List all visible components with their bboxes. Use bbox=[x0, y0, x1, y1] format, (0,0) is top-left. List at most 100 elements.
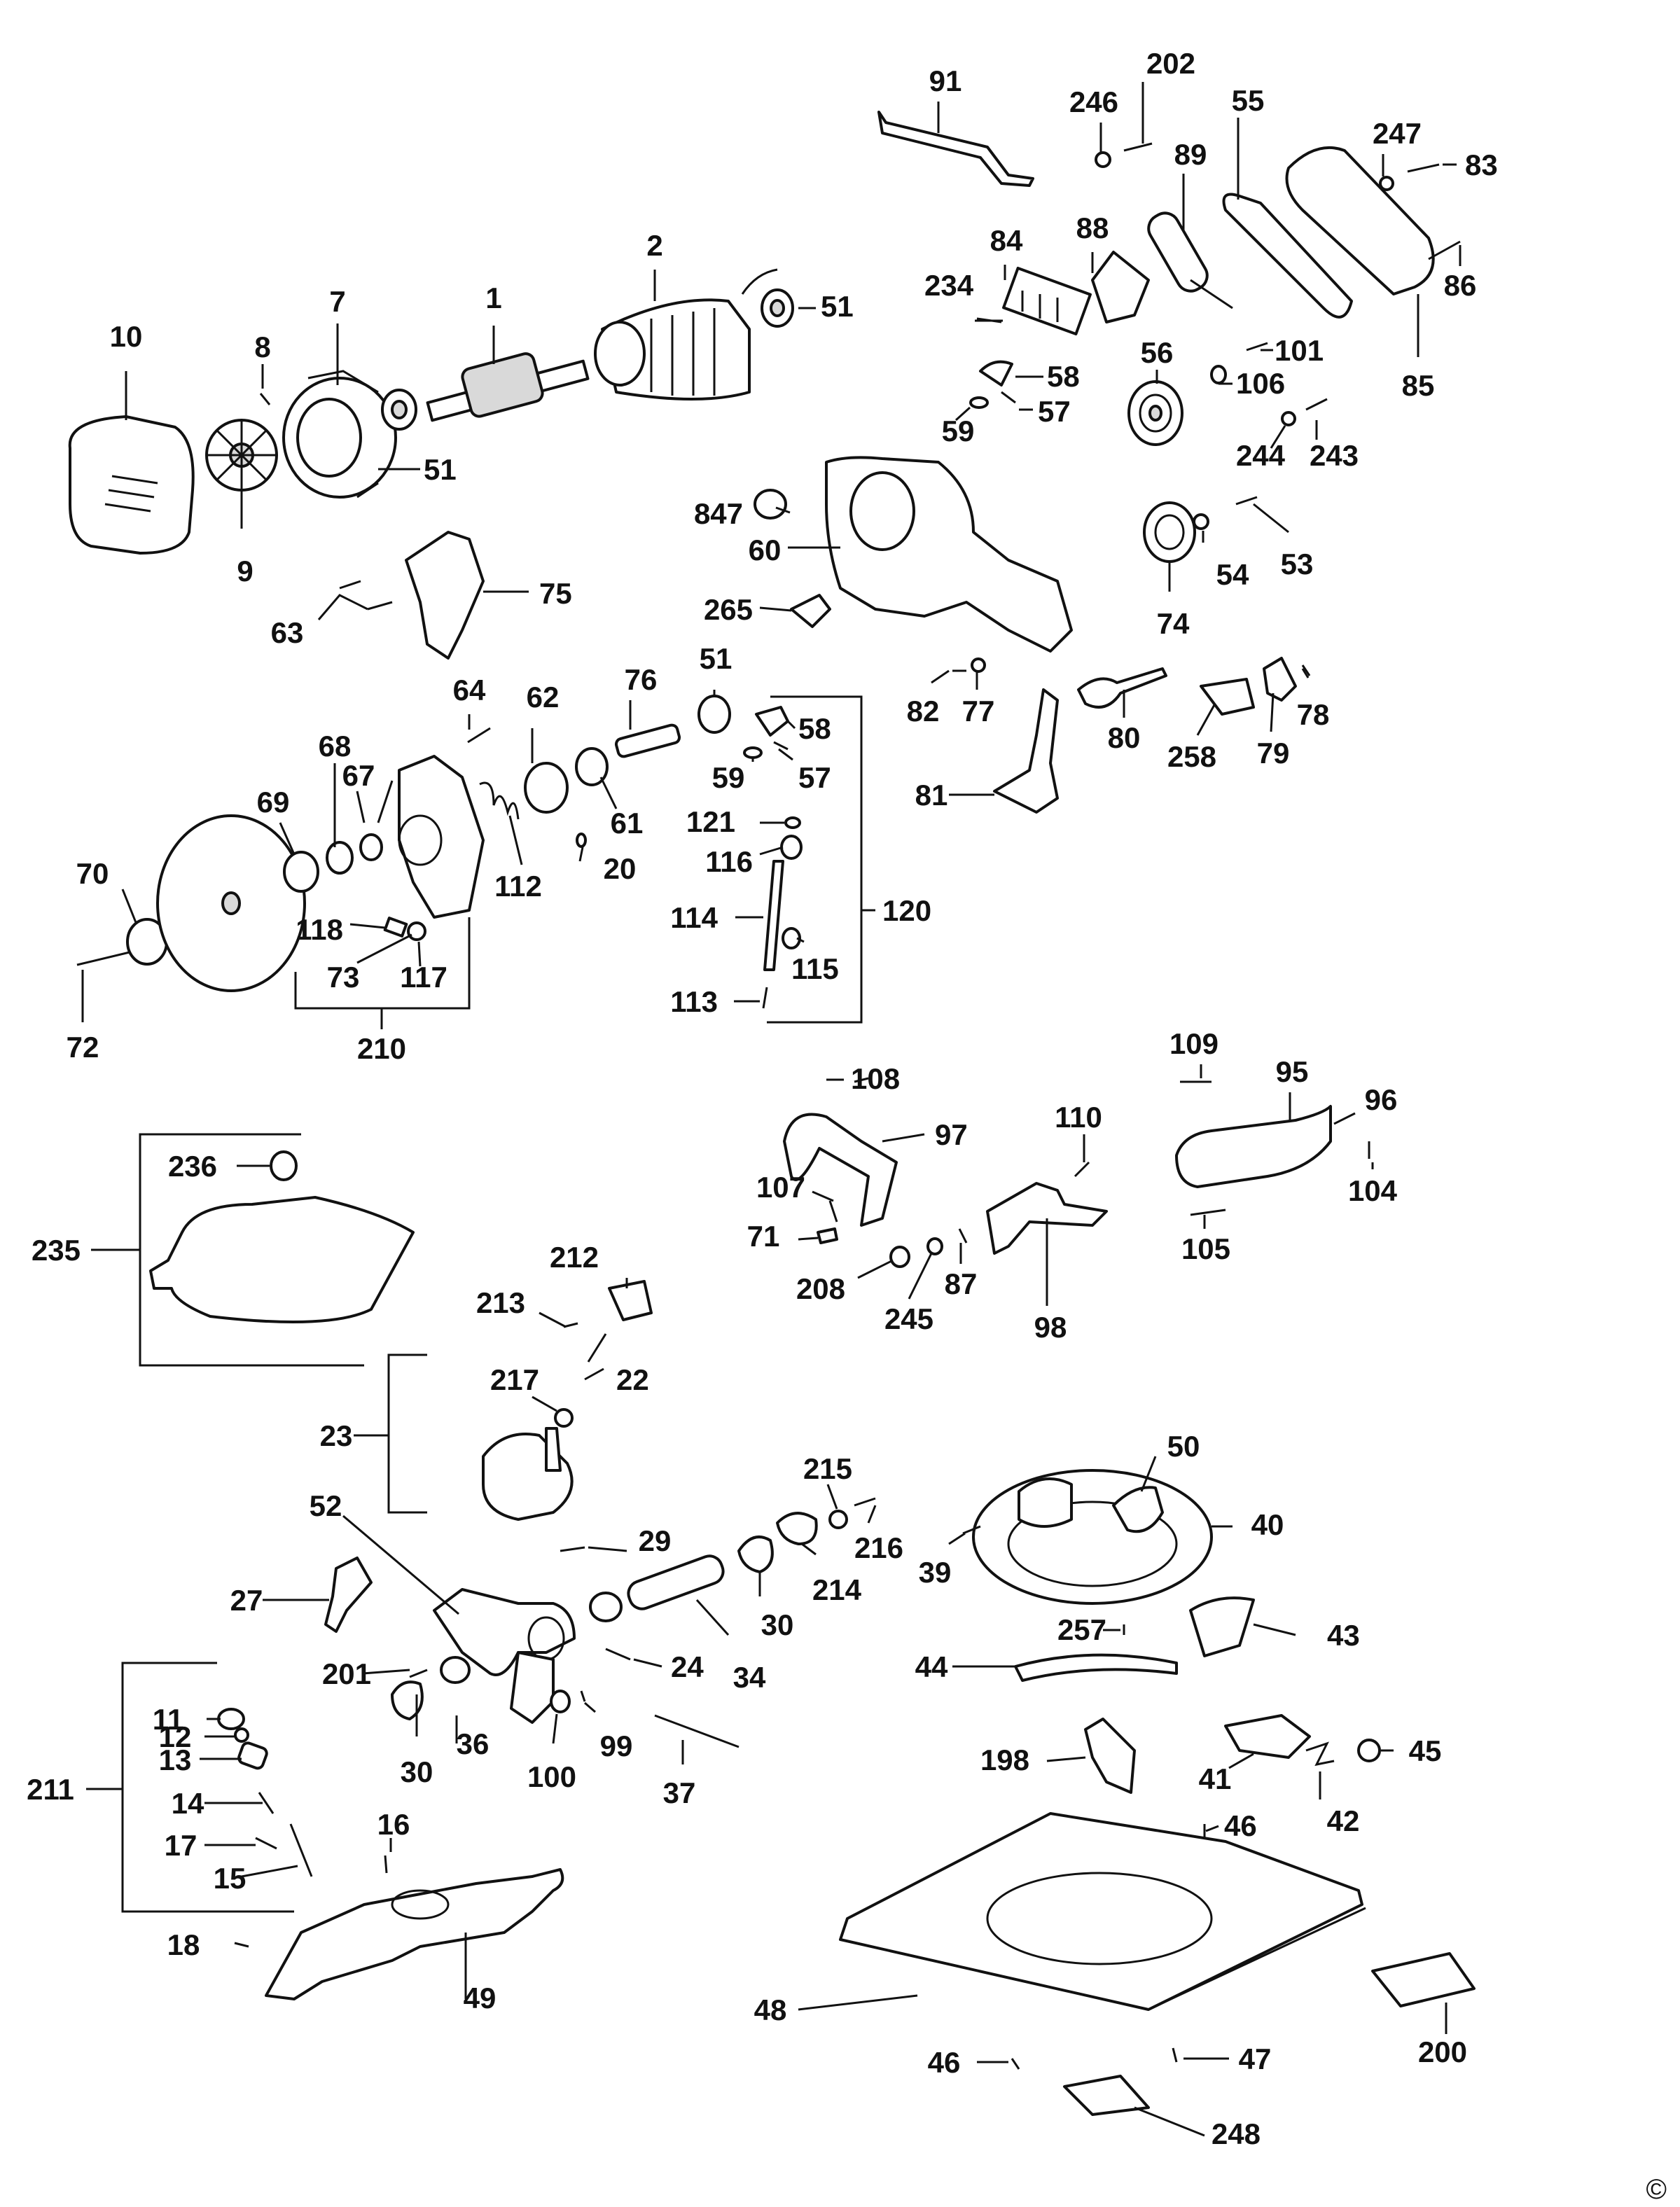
ring-illustration bbox=[391, 1680, 424, 1720]
knob-illustration bbox=[780, 835, 803, 860]
part-label-85: 85 bbox=[1402, 369, 1435, 402]
part-label-34: 34 bbox=[733, 1661, 766, 1694]
screw-illustration bbox=[339, 580, 361, 590]
clip-illustration bbox=[1301, 664, 1311, 676]
part-label-215: 215 bbox=[803, 1452, 852, 1485]
screw-illustration bbox=[854, 1497, 876, 1507]
nut-illustration bbox=[782, 927, 801, 949]
insert-illustration bbox=[1014, 1653, 1178, 1682]
washer-illustration bbox=[1193, 513, 1209, 530]
bracket-illustration bbox=[1091, 251, 1150, 323]
pad-illustration bbox=[790, 594, 831, 628]
part-label-51: 51 bbox=[424, 453, 457, 486]
spring-illustration bbox=[958, 1228, 968, 1244]
belt-guard-illustration bbox=[1285, 146, 1435, 295]
part-label-47: 47 bbox=[1239, 2042, 1272, 2075]
part-label-48: 48 bbox=[754, 1993, 787, 2026]
part-label-49: 49 bbox=[464, 1982, 497, 2014]
part-label-83: 83 bbox=[1465, 148, 1498, 181]
part-label-50: 50 bbox=[1167, 1430, 1200, 1463]
bushing-illustration bbox=[440, 1656, 471, 1684]
rod-illustration bbox=[763, 860, 784, 971]
part-label-257: 257 bbox=[1057, 1613, 1106, 1646]
part-labels: 1 2 7 8 10 9 51 51 91 246 202 89 55 247 … bbox=[27, 47, 1667, 2205]
part-label-52: 52 bbox=[310, 1489, 342, 1522]
part-label-62: 62 bbox=[527, 681, 560, 713]
part-label-51: 51 bbox=[700, 642, 733, 675]
spring-illustration bbox=[1001, 391, 1016, 404]
bushing-illustration bbox=[550, 1690, 571, 1713]
miter-arm-bore bbox=[391, 1889, 450, 1920]
blade-hub-illustration bbox=[221, 891, 241, 915]
part-label-44: 44 bbox=[915, 1650, 948, 1683]
guard-group bbox=[339, 531, 485, 660]
nut-illustration bbox=[554, 1408, 574, 1428]
part-label-88: 88 bbox=[1076, 211, 1109, 244]
handle-group bbox=[952, 657, 1311, 814]
part-label-847: 847 bbox=[694, 497, 743, 530]
part-label-113: 113 bbox=[670, 985, 718, 1018]
screw-illustration bbox=[1235, 496, 1258, 506]
fan-illustration bbox=[205, 419, 278, 492]
part-label-247: 247 bbox=[1373, 117, 1422, 150]
part-label-2: 2 bbox=[646, 229, 662, 262]
part-label-20: 20 bbox=[604, 852, 637, 885]
motor-group bbox=[68, 268, 794, 555]
base-plate-illustration bbox=[839, 1812, 1363, 2011]
part-label-89: 89 bbox=[1174, 138, 1207, 171]
part-label-210: 210 bbox=[357, 1032, 406, 1065]
pulley-illustration bbox=[1143, 501, 1196, 563]
screw-illustration bbox=[259, 393, 271, 405]
torsion-spring-illustration bbox=[776, 1512, 818, 1545]
base-cutout bbox=[986, 1872, 1213, 1965]
scale-illustration bbox=[1189, 1596, 1255, 1657]
part-label-15: 15 bbox=[214, 1862, 247, 1895]
ball-illustration bbox=[1357, 1739, 1381, 1762]
armature-illustration bbox=[426, 352, 590, 422]
pin-illustration bbox=[407, 921, 426, 941]
part-label-23: 23 bbox=[320, 1419, 353, 1452]
part-label-86: 86 bbox=[1444, 269, 1477, 302]
spring-illustration bbox=[773, 741, 789, 751]
part-label-248: 248 bbox=[1212, 2117, 1261, 2150]
bearing-illustration bbox=[575, 747, 609, 786]
part-label-120: 120 bbox=[882, 894, 931, 927]
screw-illustration bbox=[467, 727, 491, 744]
shaft-illustration bbox=[614, 723, 681, 758]
part-label-43: 43 bbox=[1327, 1619, 1360, 1652]
clip-illustration bbox=[784, 816, 801, 829]
handle-illustration bbox=[324, 1557, 373, 1633]
screw-illustration bbox=[762, 987, 768, 1009]
part-label-72: 72 bbox=[67, 1031, 99, 1064]
part-label-214: 214 bbox=[812, 1573, 862, 1606]
pad-illustration bbox=[1200, 678, 1255, 716]
part-label-98: 98 bbox=[1034, 1311, 1067, 1344]
pin-illustration bbox=[560, 1546, 585, 1552]
part-label-14: 14 bbox=[172, 1787, 204, 1820]
part-label-118: 118 bbox=[296, 913, 343, 946]
part-label-51: 51 bbox=[821, 290, 854, 323]
part-label-10: 10 bbox=[110, 320, 143, 353]
turntable-boss bbox=[1018, 1477, 1073, 1528]
part-label-105: 105 bbox=[1181, 1232, 1230, 1265]
part-label-80: 80 bbox=[1108, 721, 1141, 754]
part-label-234: 234 bbox=[924, 269, 974, 302]
bushing-illustration bbox=[589, 1592, 623, 1622]
part-label-104: 104 bbox=[1348, 1174, 1398, 1207]
part-label-216: 216 bbox=[854, 1531, 903, 1564]
tube-illustration bbox=[627, 1554, 725, 1610]
part-label-115: 115 bbox=[791, 952, 839, 985]
washer-illustration bbox=[969, 396, 989, 409]
part-label-39: 39 bbox=[919, 1556, 952, 1589]
part-label-97: 97 bbox=[935, 1118, 968, 1151]
collar-illustration bbox=[326, 841, 354, 875]
clip-illustration bbox=[1224, 1714, 1311, 1759]
part-label-16: 16 bbox=[377, 1808, 410, 1841]
bracket-illustration bbox=[1084, 1718, 1136, 1794]
spring-illustration bbox=[258, 1792, 275, 1814]
part-label-57: 57 bbox=[1038, 395, 1071, 428]
bearing-illustration bbox=[283, 851, 319, 893]
bearing-illustration bbox=[381, 389, 417, 431]
gear-housing-bore bbox=[398, 814, 443, 866]
